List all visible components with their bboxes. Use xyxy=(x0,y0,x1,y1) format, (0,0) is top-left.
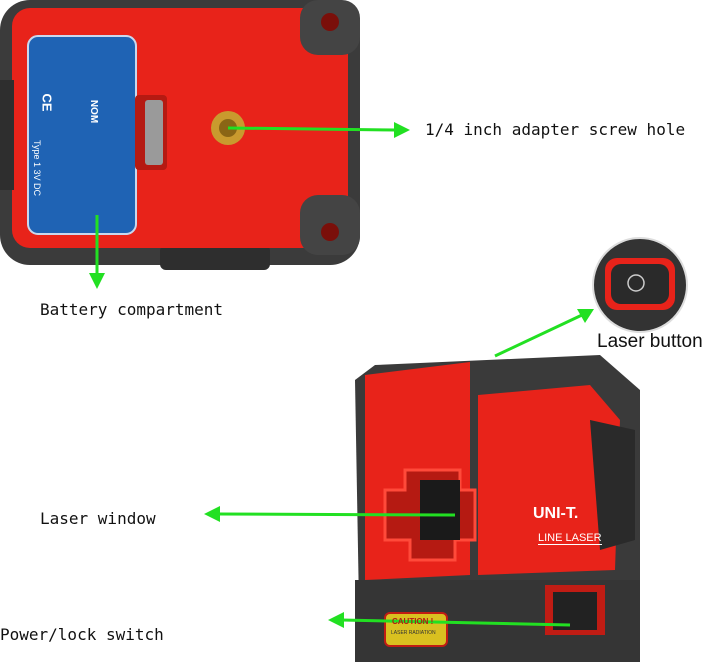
laser-window xyxy=(420,480,460,540)
arrowhead-icon xyxy=(577,309,594,323)
screw-hole-arrow xyxy=(227,126,397,132)
arrowhead-icon xyxy=(204,506,220,522)
power-switch-arrow xyxy=(341,618,571,627)
arrowhead-icon xyxy=(394,122,410,138)
laser-button-arrow xyxy=(494,313,583,358)
device-back-view xyxy=(0,0,360,270)
ce-mark: CE xyxy=(39,93,55,112)
caution-sub-label: LASER RADIATION xyxy=(391,630,436,636)
callout-screw-hole: 1/4 inch adapter screw hole xyxy=(425,120,686,139)
device-front-view xyxy=(355,355,640,662)
brand-logo: UNI-T. xyxy=(533,505,579,522)
laser-window-arrow xyxy=(217,512,456,517)
arrowhead-icon xyxy=(89,273,105,289)
callout-laser-button: Laser button xyxy=(597,331,703,352)
callout-battery-compartment: Battery compartment xyxy=(40,300,224,319)
model-line: LINE LASER xyxy=(538,532,602,545)
laser-button-inset xyxy=(592,237,688,333)
callout-power-lock-switch: Power/lock switch xyxy=(0,625,164,644)
power-rating: Type 1 3V DC xyxy=(32,140,42,197)
callout-laser-window: Laser window xyxy=(40,509,156,528)
nom-mark: NOM xyxy=(88,99,100,124)
caution-label: CAUTION ! xyxy=(392,617,434,626)
callout-arrows xyxy=(89,122,594,628)
arrowhead-icon xyxy=(328,612,344,628)
battery-cover-label xyxy=(27,35,137,235)
